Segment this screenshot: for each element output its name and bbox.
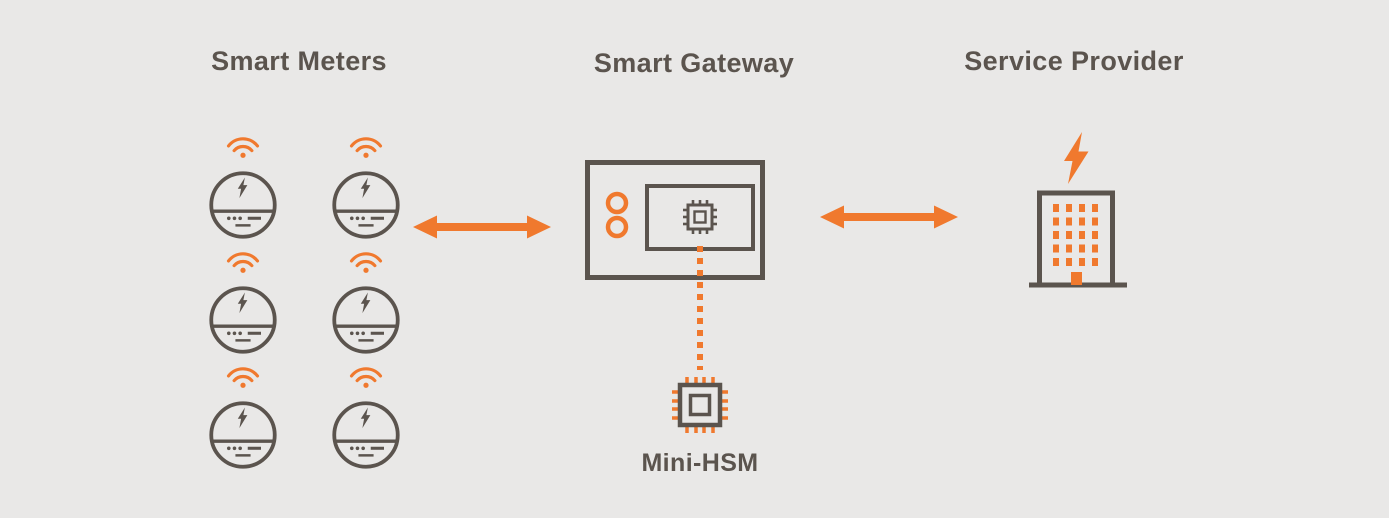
wifi-icon xyxy=(226,137,259,158)
wifi-icon xyxy=(349,252,382,273)
building-door xyxy=(1071,272,1082,285)
smart-meter xyxy=(195,131,290,241)
smart-meter-icon xyxy=(331,401,400,469)
smart-gateway-title: Smart Gateway xyxy=(593,48,795,78)
wifi-icon xyxy=(226,252,259,273)
smart-meter xyxy=(195,246,290,356)
smart-meter xyxy=(195,361,290,471)
meters-gateway-arrow-icon xyxy=(413,215,551,239)
mini-hsm-label: Mini-HSM xyxy=(641,449,759,477)
wifi-icon xyxy=(349,137,382,158)
service-provider-title: Service Provider xyxy=(964,46,1184,76)
lightning-bolt-icon xyxy=(1064,132,1089,184)
smart-meter-icon xyxy=(331,286,400,354)
smart-meter xyxy=(318,246,413,356)
smart-meter-icon xyxy=(208,401,277,469)
building-windows xyxy=(1053,204,1098,266)
building-icon xyxy=(1029,190,1127,288)
smart-meter-icon xyxy=(331,171,400,239)
smart-meter-icon xyxy=(208,171,277,239)
smart-meters-group xyxy=(195,131,413,471)
smart-meter xyxy=(318,131,413,241)
wifi-icon xyxy=(349,367,382,388)
dotted-connector-line xyxy=(697,246,703,370)
chip-icon xyxy=(683,200,717,234)
smart-meter xyxy=(318,361,413,471)
mini-hsm-chip-icon xyxy=(672,377,728,433)
gateway-provider-arrow-icon xyxy=(820,205,958,229)
wifi-icon xyxy=(226,367,259,388)
gateway-board-icon xyxy=(585,160,765,280)
smart-meter-icon xyxy=(208,286,277,354)
smart-meters-title: Smart Meters xyxy=(211,46,387,76)
